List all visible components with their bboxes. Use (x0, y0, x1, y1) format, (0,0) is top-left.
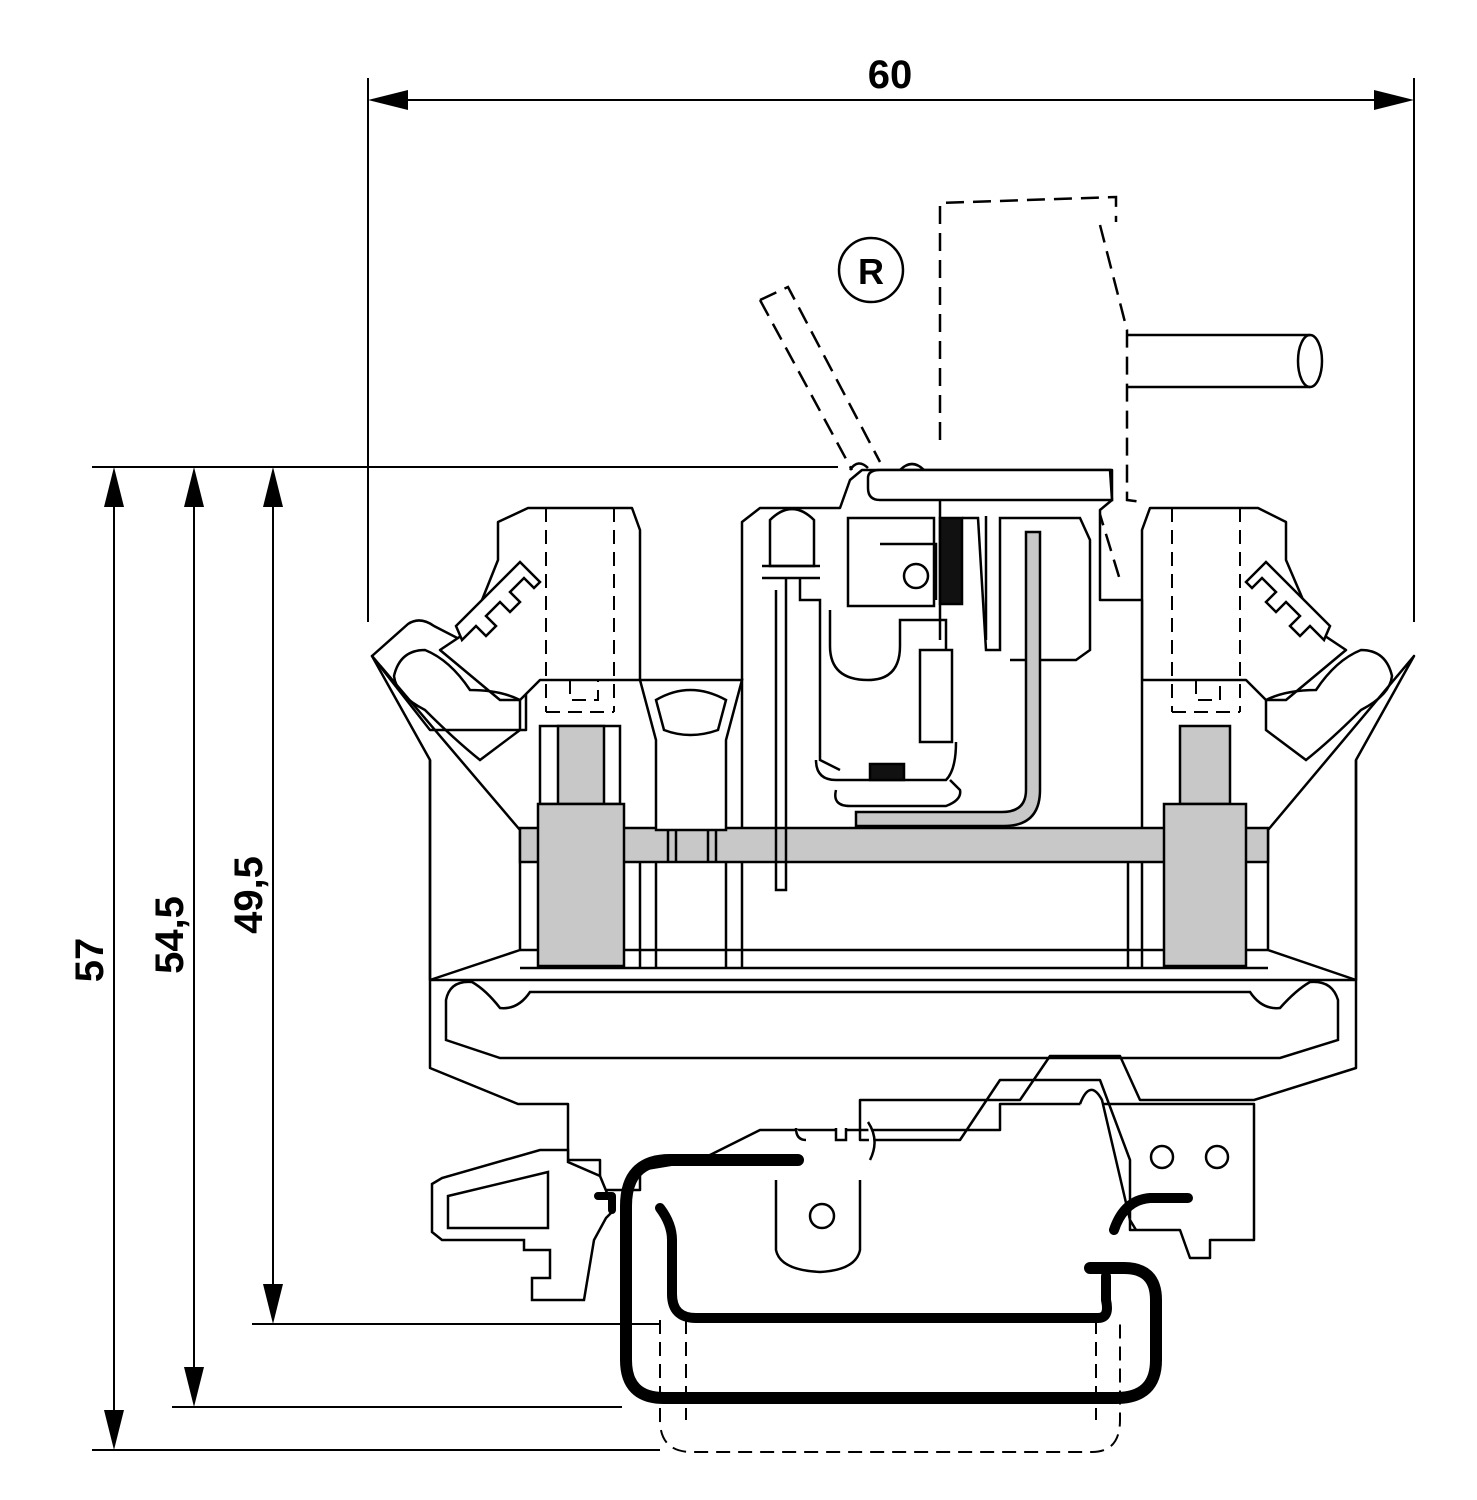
serrations (454, 560, 1332, 643)
dimension-label-total: 57 (68, 938, 112, 983)
center-funnel (638, 678, 744, 832)
dimension-height-inner: 49,5 (227, 467, 283, 1324)
registered-mark: R (837, 236, 905, 304)
dimension-width (367, 78, 1415, 622)
clamp-left (536, 724, 626, 968)
dimension-arrow-right (1374, 90, 1414, 110)
din-foot-center (774, 1121, 876, 1274)
busbar (518, 826, 1270, 864)
svg-text:R: R (858, 251, 884, 292)
din-rail-dashed-alt (659, 1320, 1121, 1453)
din-foot-right (1078, 1088, 1230, 1231)
screw-channels-dashed (545, 508, 1241, 713)
dimension-extension-lines (92, 466, 838, 1451)
top-lever (848, 462, 1114, 502)
din-foot-left (430, 1148, 616, 1302)
relay-circuit (814, 470, 1092, 808)
clamp-right (1162, 724, 1248, 968)
dashed-lever (758, 195, 1143, 581)
dimension-height-mid: 54,5 (148, 467, 204, 1407)
clamp-cavities (392, 648, 1394, 1060)
dimension-label-mid: 54,5 (148, 896, 192, 974)
dimension-label-inner: 49,5 (227, 856, 271, 934)
dimension-arrow-left (368, 90, 408, 110)
dimension-label-width: 60 (868, 53, 913, 97)
cable-icon (1127, 333, 1324, 389)
din-rail (594, 1154, 1193, 1404)
led-icon (762, 507, 841, 892)
contact-spring (854, 530, 1042, 828)
dimension-height-total: 57 (68, 467, 124, 1450)
